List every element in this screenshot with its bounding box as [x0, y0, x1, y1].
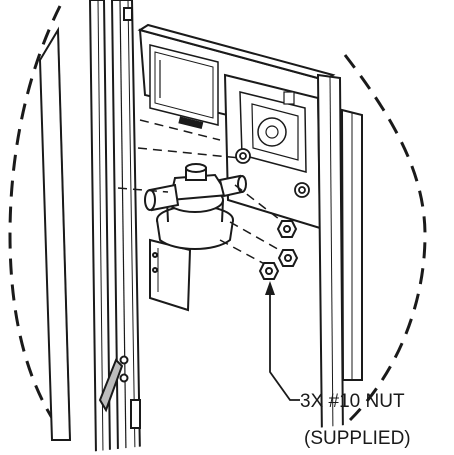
filter-valve-head: [144, 163, 247, 250]
lower-panel: [149, 238, 192, 312]
callout-nut-quantity: 3X #10 NUT: [300, 391, 405, 412]
nut-3: [258, 262, 280, 280]
mounting-studs: [235, 148, 310, 198]
detail-boundary: [8, 5, 427, 431]
nut-1: [276, 220, 298, 238]
left-side-panel: [38, 0, 112, 455]
nuts-3x: [258, 220, 299, 280]
vertical-frame-rail: [98, 0, 142, 455]
right-side-panel: [316, 73, 363, 441]
nut-2: [277, 249, 299, 267]
mounting-box: [137, 23, 336, 142]
callout-supplied-note: (SUPPLIED): [304, 428, 411, 449]
callout-leader: [265, 281, 300, 401]
